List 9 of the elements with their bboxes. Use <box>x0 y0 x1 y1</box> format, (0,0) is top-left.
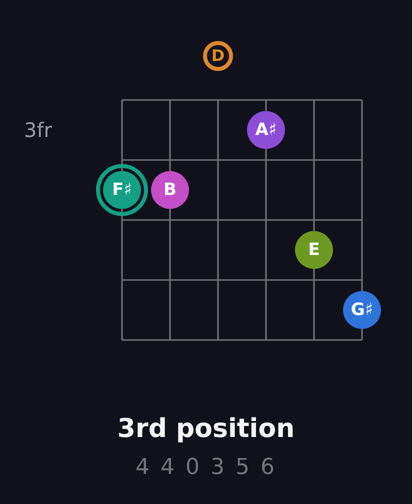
note-dot: G♯ <box>343 291 381 329</box>
chord-title: 3rd position <box>117 416 295 442</box>
note-dot: A♯ <box>247 111 285 149</box>
note-dot: B <box>151 171 189 209</box>
root-note-dot: F♯ <box>96 164 148 216</box>
fret-sequence: 4 4 0 3 5 6 <box>136 457 276 479</box>
fret-number-label: 3fr <box>24 120 52 140</box>
note-dot: E <box>295 231 333 269</box>
open-string-marker: D <box>203 41 233 71</box>
